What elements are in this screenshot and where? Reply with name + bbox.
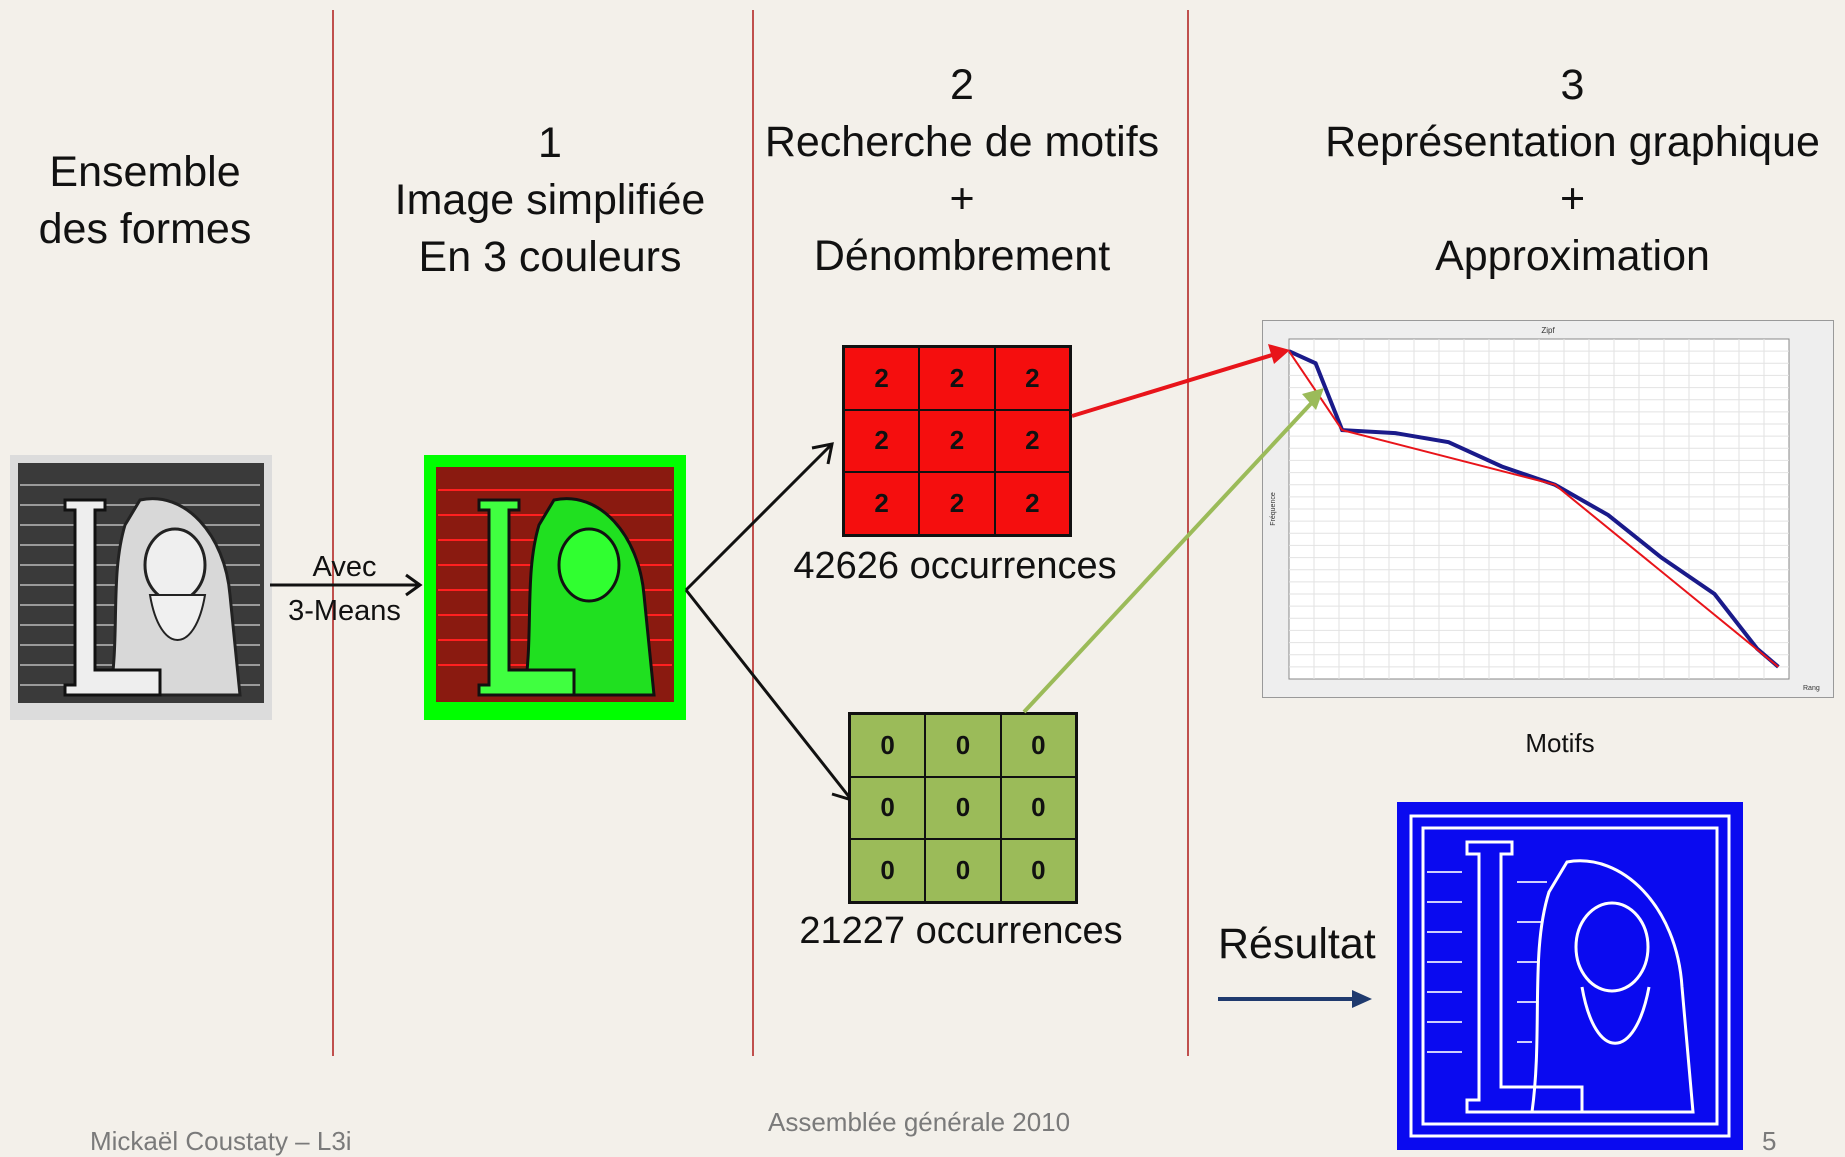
heading-step3: 3 Représentation graphique + Approximati…: [1300, 57, 1845, 285]
chart-caption: Motifs: [1525, 728, 1595, 758]
arrow-label: Avec 3-Means: [272, 545, 417, 633]
pattern-cell: 2: [919, 347, 995, 410]
green-arrow-to-chart: [1022, 388, 1324, 714]
step2-line1: Recherche de motifs: [764, 118, 1160, 166]
zipf-chart: Zipf Fréquence Rang: [1262, 320, 1834, 698]
step1-number: 1: [538, 119, 562, 167]
step2-plus: +: [949, 175, 975, 223]
step3-line2: Approximation: [1435, 232, 1710, 280]
pattern-grid-red: 2 2 2 2 2 2 2 2 2: [842, 345, 1072, 537]
pattern-cell: 0: [1000, 714, 1076, 777]
step3-plus: +: [1559, 175, 1586, 223]
chart-y-axis-label: Fréquence: [1270, 492, 1277, 526]
result-label: Résultat: [1218, 920, 1376, 968]
pattern-grid-green: 0 0 0 0 0 0 0 0 0: [848, 712, 1078, 904]
page-number: 5: [1762, 1126, 1777, 1156]
footer-event: Assemblée générale 2010: [768, 1107, 1071, 1137]
arrows-to-patterns: [684, 442, 854, 803]
pattern-cell: 0: [850, 839, 926, 902]
pattern-cell: 2: [844, 472, 920, 535]
pattern-cell: 0: [1000, 839, 1076, 902]
pattern-cell: 2: [994, 347, 1070, 410]
chart-series-data-line: [1288, 349, 1780, 669]
pattern-cell: 0: [1000, 776, 1076, 840]
chart-x-axis-label: Rang: [1803, 685, 1820, 692]
original-lettrine-image: [10, 455, 272, 720]
pattern-cell: 0: [925, 776, 1001, 840]
heading-ensemble: Ensemble des formes: [0, 144, 290, 258]
result-image: [1397, 802, 1743, 1150]
pattern-cell: 2: [919, 472, 995, 535]
result-arrow: [1218, 990, 1372, 1008]
step2-line2: Dénombrement: [813, 232, 1111, 280]
pattern-cell: 2: [994, 472, 1070, 535]
pattern-cell: 2: [919, 409, 995, 473]
pattern-cell: 0: [850, 714, 926, 777]
step3-number: 3: [1560, 61, 1585, 109]
step2-number: 2: [950, 61, 974, 109]
heading-ensemble-line2: des formes: [38, 205, 252, 253]
pattern-cell: 0: [925, 714, 1001, 777]
occurrences-red: 42626 occurrences: [793, 545, 1117, 587]
heading-ensemble-line1: Ensemble: [49, 148, 241, 196]
divider-2: [752, 10, 754, 1056]
arrow-label-line1: Avec: [312, 551, 377, 583]
step1-line1: Image simplifiée: [394, 176, 706, 224]
pattern-cell: 2: [844, 409, 920, 473]
occurrences-green: 21227 occurrences: [799, 910, 1123, 952]
chart-grid: [1289, 339, 1789, 679]
simplified-3color-image: [424, 455, 686, 720]
pattern-cell: 2: [994, 409, 1070, 473]
step3-line1: Représentation graphique: [1325, 118, 1820, 166]
heading-step1: 1 Image simplifiée En 3 couleurs: [355, 115, 745, 286]
chart-title: Zipf: [1541, 326, 1555, 335]
pattern-cell: 0: [850, 776, 926, 840]
arrow-3means: [270, 573, 423, 597]
arrows-to-chart: [1071, 344, 1290, 418]
pattern-cell: 2: [844, 347, 920, 410]
heading-step2: 2 Recherche de motifs + Dénombrement: [762, 57, 1162, 285]
divider-1: [332, 10, 334, 1056]
footer-author: Mickaël Coustaty – L3i: [90, 1126, 352, 1156]
step1-line2: En 3 couleurs: [418, 233, 682, 281]
pattern-cell: 0: [925, 839, 1001, 902]
arrow-label-line2: 3-Means: [288, 595, 401, 627]
